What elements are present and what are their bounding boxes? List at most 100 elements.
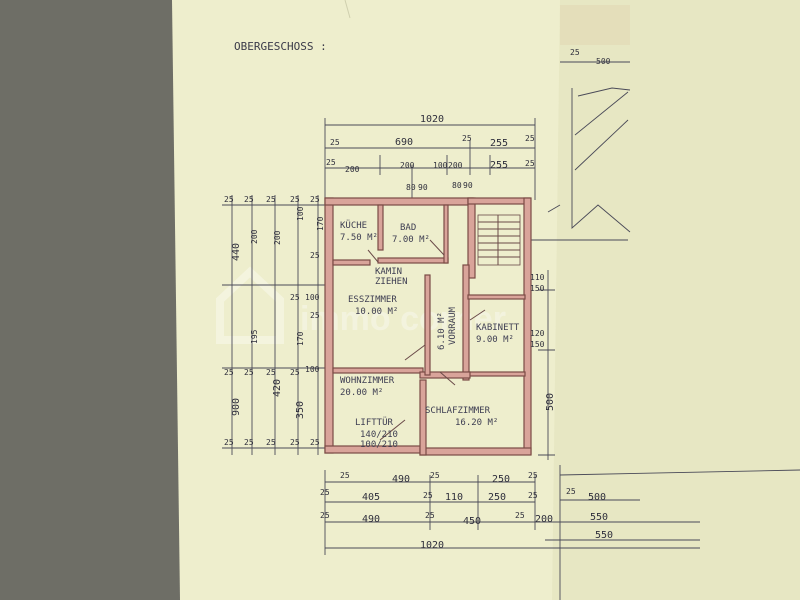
bottom-dim-3c: 25 (425, 511, 435, 520)
bottom-dim-3f: 200 (535, 514, 553, 525)
left-dim-c4c: 25 (290, 293, 300, 302)
left-dim-c5b: 170 (316, 216, 325, 231)
top-dim-3a: 25 (326, 158, 336, 167)
bottom-dim-3a: 25 (320, 511, 330, 520)
top-dim-3f: 255 (490, 160, 508, 171)
bottom-dim-1a: 25 (340, 471, 350, 480)
watermark-house-icon (216, 266, 284, 344)
bottom-dim-1c: 25 (430, 471, 440, 480)
left-dim-c5c: 25 (310, 251, 320, 260)
right-dim-4: 150 (530, 340, 545, 349)
top-total-dim: 1020 (420, 114, 444, 125)
bottom-right-dim-1: 25 (566, 487, 576, 496)
bottom-dim-2a: 25 (320, 488, 330, 497)
bottom-dim-1d: 250 (492, 474, 510, 485)
left-dim-c2a: 25 (244, 195, 254, 204)
left-dim-c4b: 100 (296, 206, 305, 221)
right-dim-5: 500 (545, 393, 556, 411)
top-small-1: 80 (406, 183, 416, 192)
wall-wohn-top (332, 367, 424, 374)
paper-sheet-right (552, 0, 800, 600)
room-lift-line3: 100/210 (360, 440, 398, 450)
floor-plan (324, 197, 532, 456)
right-dimension-chain (538, 270, 555, 460)
top-small-2: 90 (418, 183, 428, 192)
left-dim-c4e: 25 (290, 368, 300, 377)
top-dim-2d: 255 (490, 138, 508, 149)
wall-vorraum-right (462, 264, 470, 381)
top-dim-2b: 690 (395, 137, 413, 148)
room-wohnzimmer-area: 20.00 M² (340, 388, 383, 398)
room-bad-name: BAD (400, 223, 416, 233)
wall-kabinett-top (467, 294, 526, 300)
room-kamin-line1: KAMIN (375, 267, 402, 277)
left-dim-c1e: 25 (224, 438, 234, 447)
left-dim-c5f: 100 (305, 365, 320, 374)
right-dim-2: 150 (530, 284, 545, 293)
room-schlafzimmer-name: SCHLAFZIMMER (425, 406, 491, 416)
bottom-dimension-chains (324, 470, 700, 555)
top-small-4: 90 (463, 181, 473, 190)
wall-kueche-bad (377, 204, 384, 251)
top-dim-3c: 200 (400, 161, 415, 170)
top-small-3: 80 (452, 181, 462, 190)
plan-title: OBERGESCHOSS : (234, 40, 327, 53)
room-kabinett-area: 9.00 M² (476, 335, 514, 345)
room-esszimmer-area: 10.00 M² (355, 307, 398, 317)
room-vorraum-area: 6.10 M² (437, 312, 447, 350)
wall-right (523, 197, 532, 455)
right-dim-1: 110 (530, 273, 545, 282)
wall-bad-right (443, 204, 449, 264)
corner-dim-2: 500 (596, 57, 611, 66)
room-lift-line2: 140/210 (360, 430, 398, 440)
left-dim-c2d: 195 (250, 329, 259, 344)
corner-dim-1: 25 (570, 48, 580, 57)
bottom-dim-2c: 25 (423, 491, 433, 500)
left-dim-c2b: 200 (250, 229, 259, 244)
left-dim-c3a: 25 (266, 195, 276, 204)
room-kamin-line2: ZIEHEN (375, 277, 408, 287)
wall-bad-bottom (377, 257, 449, 264)
top-dim-2a: 25 (330, 138, 340, 147)
paper-fold (344, 0, 351, 19)
room-wohnzimmer-name: WOHNZIMMER (340, 376, 395, 386)
left-dim-c2e: 25 (244, 438, 254, 447)
left-dim-c3b: 200 (273, 230, 282, 245)
room-lift-line1: LIFTTÜR (355, 417, 394, 428)
left-dim-c5d: 100 (305, 293, 320, 302)
left-dim-c3d: 420 (272, 379, 283, 397)
left-dim-c5e: 25 (310, 311, 320, 320)
left-dim-c4g: 25 (290, 438, 300, 447)
wall-schlaf-left (419, 379, 427, 456)
bottom-dim-3e: 25 (515, 511, 525, 520)
bottom-dim-2d: 110 (445, 492, 463, 503)
left-dim-c4a: 25 (290, 195, 300, 204)
bottom-dim-2b: 405 (362, 492, 380, 503)
room-esszimmer-name: ESSZIMMER (348, 295, 397, 305)
top-dim-2c: 25 (462, 134, 472, 143)
top-dim-3g: 25 (525, 159, 535, 168)
staircase (477, 214, 521, 266)
top-dimension-chain (324, 118, 536, 200)
bottom-dim-2e: 250 (488, 492, 506, 503)
wall-left (324, 197, 334, 454)
left-dimension-chains (222, 195, 325, 455)
bottom-dim-1e: 25 (528, 471, 538, 480)
wall-top-left (324, 197, 474, 206)
left-dim-c5g: 25 (310, 438, 320, 447)
right-dim-3: 120 (530, 329, 545, 338)
left-dim-c3c: 25 (266, 368, 276, 377)
room-kueche-name: KÜCHE (340, 220, 367, 231)
top-dim-3d: 100 (433, 161, 448, 170)
left-dim-c1b: 440 (231, 243, 242, 261)
wall-kabinett-bottom (467, 371, 526, 377)
left-dim-c5a: 25 (310, 195, 320, 204)
room-schlafzimmer-area: 16.20 M² (455, 418, 498, 428)
left-dim-c1a: 25 (224, 195, 234, 204)
bottom-dim-1b: 490 (392, 474, 410, 485)
room-kueche-area: 7.50 M² (340, 233, 378, 243)
room-bad-area: 7.00 M² (392, 235, 430, 245)
room-kabinett-name: KABINETT (476, 323, 520, 333)
bottom-dim-3g: 550 (590, 512, 608, 523)
